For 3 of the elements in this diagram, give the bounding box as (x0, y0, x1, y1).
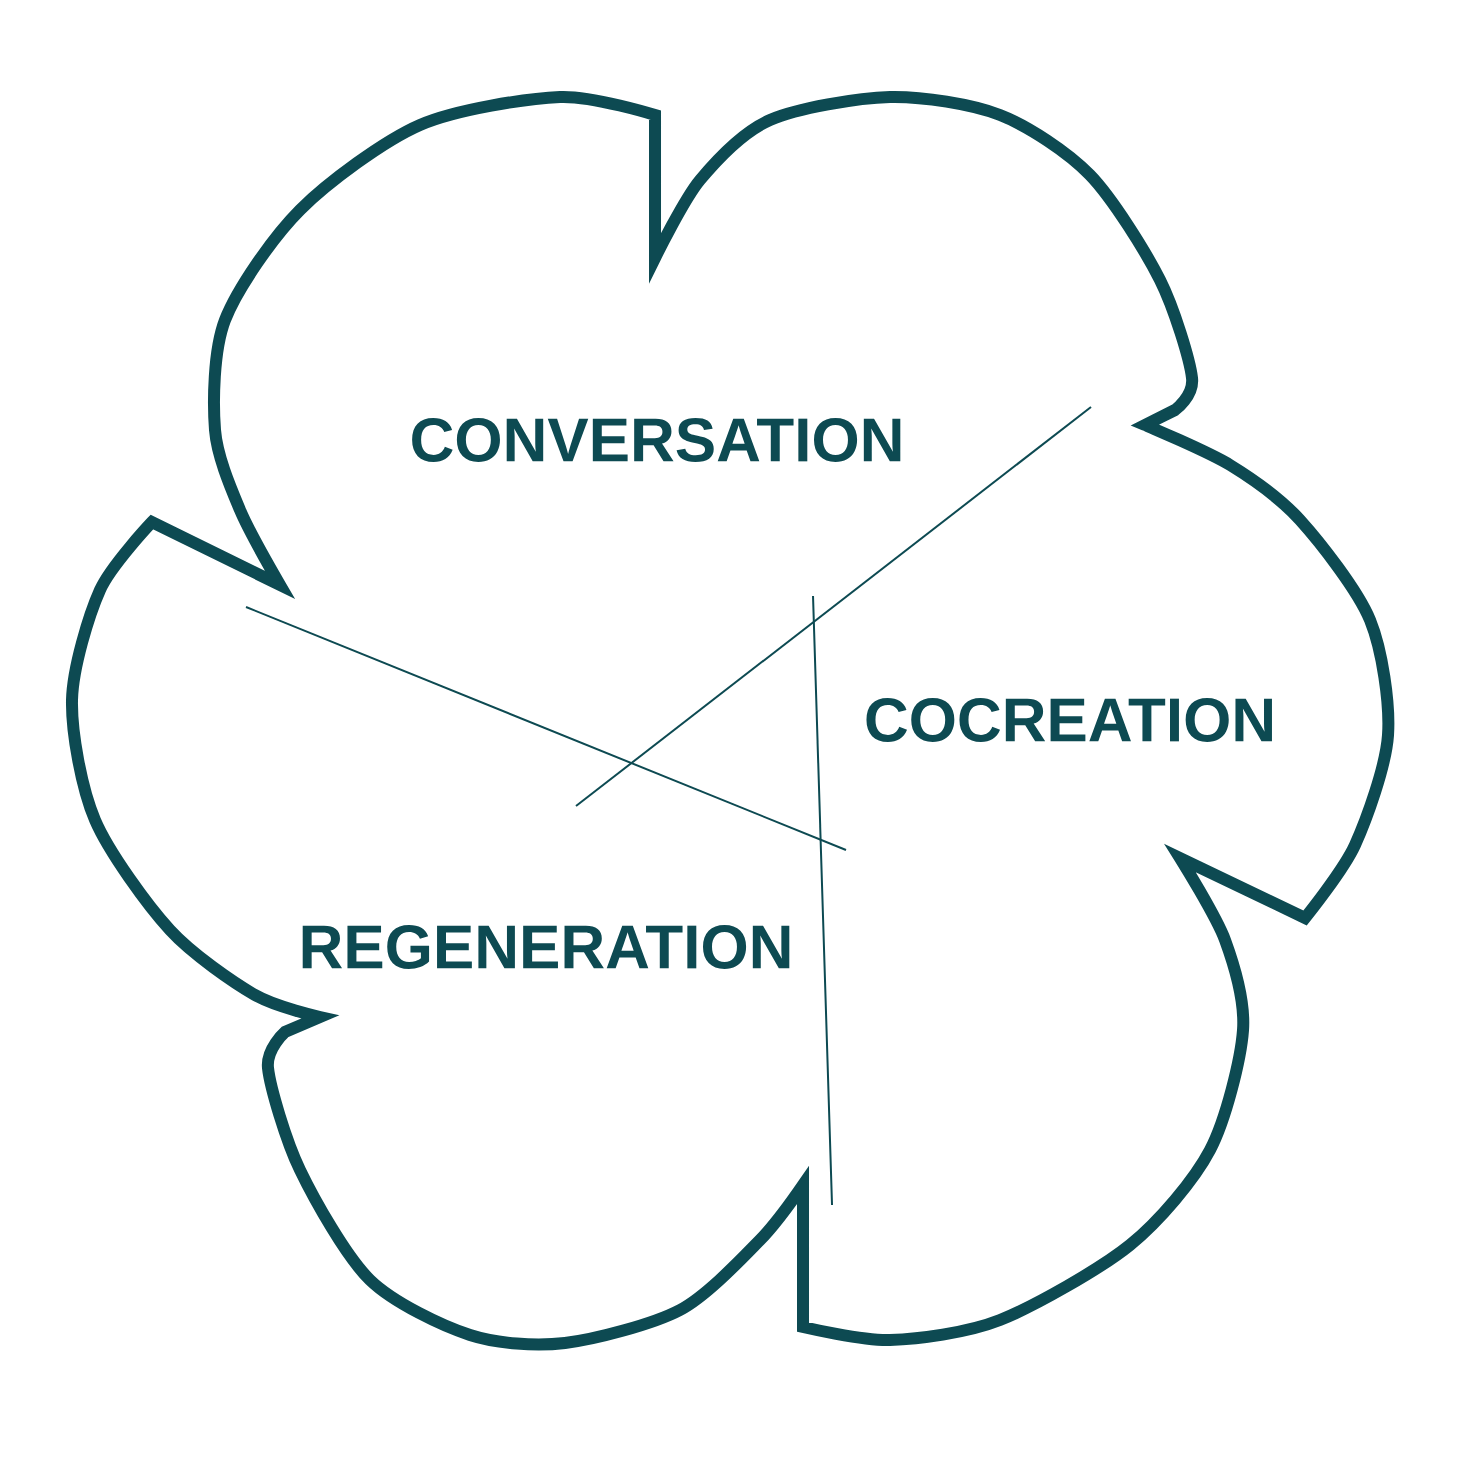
region-label: CONVERSATION (412, 418, 901, 462)
region-label: REGENERATION (302, 925, 790, 969)
region-label: COCREATION (866, 698, 1272, 742)
